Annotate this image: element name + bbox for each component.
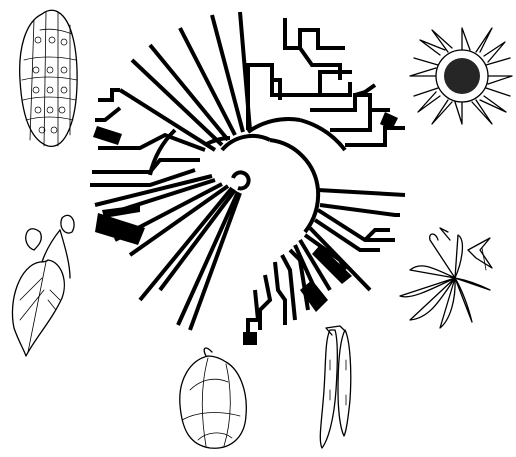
figure [0, 0, 516, 457]
bean-pod-icon [0, 0, 516, 457]
